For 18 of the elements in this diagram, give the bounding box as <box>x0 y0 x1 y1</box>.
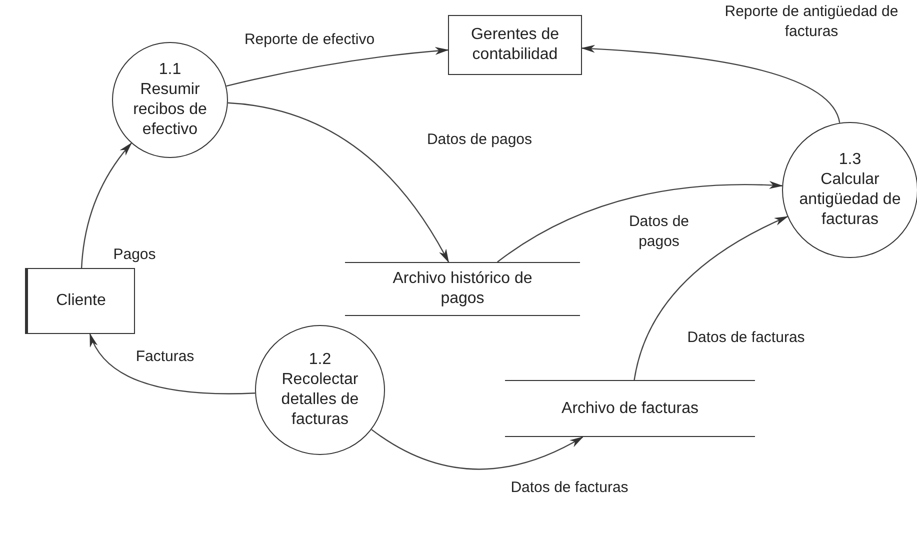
arrow <box>226 47 449 87</box>
node-text: Recolectar detalles de facturas <box>280 370 360 430</box>
arrow <box>634 216 788 380</box>
entity-box: Cliente <box>25 268 135 334</box>
data-store: Archivo de facturas <box>505 380 755 437</box>
arrow <box>228 102 450 263</box>
arrow <box>497 181 784 262</box>
entity-box: Gerentes de contabilidad <box>448 15 582 75</box>
node-text: 1.1 <box>158 60 182 80</box>
arrow <box>371 429 584 470</box>
node-text: Resumir recibos de efectivo <box>132 80 208 140</box>
arrow <box>581 44 840 123</box>
arrow <box>80 142 132 268</box>
data-store: Archivo histórico de pagos <box>345 262 580 316</box>
arrow <box>89 333 256 394</box>
node-text: Calcular antigüedad de facturas <box>798 170 902 230</box>
node-text: 1.2 <box>308 350 332 370</box>
node-text: 1.3 <box>838 150 862 170</box>
